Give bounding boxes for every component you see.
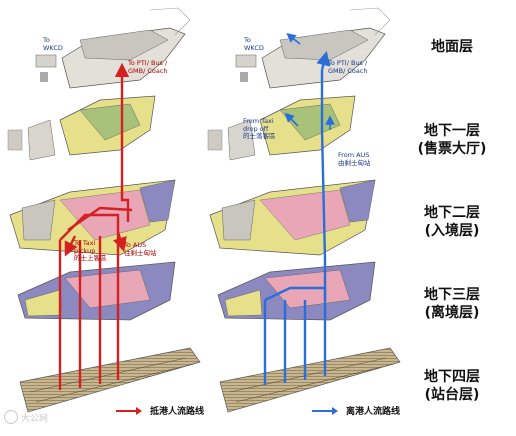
left-label-to-taxi: To Taxi pickup 的士上客區 bbox=[74, 239, 107, 262]
departure-route-lines bbox=[263, 33, 335, 385]
arrival-route-lines bbox=[58, 62, 133, 390]
level-b4-sub: (站台层) bbox=[424, 387, 480, 403]
level-b1-sub: (售票大厅) bbox=[417, 141, 487, 157]
legend-departure-swatch bbox=[312, 406, 338, 415]
level-b3-sub: (离境层) bbox=[424, 305, 480, 321]
right-label-from-taxi: From Taxi drop off 的士落客區 bbox=[243, 117, 276, 140]
left-b1-level bbox=[7, 95, 156, 161]
legend-arrival-text: 抵港人流路线 bbox=[150, 407, 205, 417]
level-b2-label: 地下二层 (入境层) bbox=[404, 204, 500, 240]
level-ground-label: 地面层 bbox=[404, 38, 500, 56]
level-ground-name: 地面层 bbox=[431, 39, 473, 55]
level-b4-label: 地下四层 (站台层) bbox=[404, 368, 500, 404]
legend-departure: 离港人流路线 bbox=[312, 404, 400, 417]
right-b2-level bbox=[209, 179, 376, 256]
level-b1-name: 地下一层 bbox=[424, 123, 480, 139]
left-floor-stack bbox=[7, 7, 201, 413]
watermark: 大公网 bbox=[4, 410, 48, 424]
left-label-to-pti: To PTI/ Bus / GMB/ Coach bbox=[128, 59, 168, 75]
right-label-to-pti: To PTI/ Bus / GMB/ Coach bbox=[328, 59, 368, 75]
left-ground-level bbox=[35, 7, 191, 89]
left-b4-level bbox=[19, 347, 201, 413]
right-label-from-aus: From AUS 由剩士匈站 bbox=[338, 151, 371, 167]
left-label-to-wkcd: To WKCD bbox=[43, 36, 63, 52]
level-b2-sub: (入境层) bbox=[424, 223, 480, 239]
level-b2-name: 地下二层 bbox=[424, 205, 480, 221]
level-b4-name: 地下四层 bbox=[424, 369, 480, 385]
legend-arrival: 抵港人流路线 bbox=[116, 404, 204, 417]
left-b3-level bbox=[17, 261, 176, 321]
level-b3-label: 地下三层 (离境层) bbox=[404, 286, 500, 322]
watermark-text: 大公网 bbox=[21, 413, 49, 424]
right-b1-level bbox=[207, 95, 356, 161]
right-b4-level bbox=[219, 347, 401, 413]
level-b1-label: 地下一层 (售票大厅) bbox=[404, 122, 500, 158]
legend-departure-text: 离港人流路线 bbox=[346, 407, 401, 417]
right-b3-level bbox=[217, 261, 376, 321]
level-b3-name: 地下三层 bbox=[424, 287, 480, 303]
watermark-logo-icon bbox=[4, 410, 18, 424]
legend-arrival-swatch bbox=[116, 406, 142, 415]
left-label-to-aus: To AUS 往剩士匈站 bbox=[124, 241, 157, 257]
right-label-to-wkcd: To WKCD bbox=[244, 36, 264, 52]
